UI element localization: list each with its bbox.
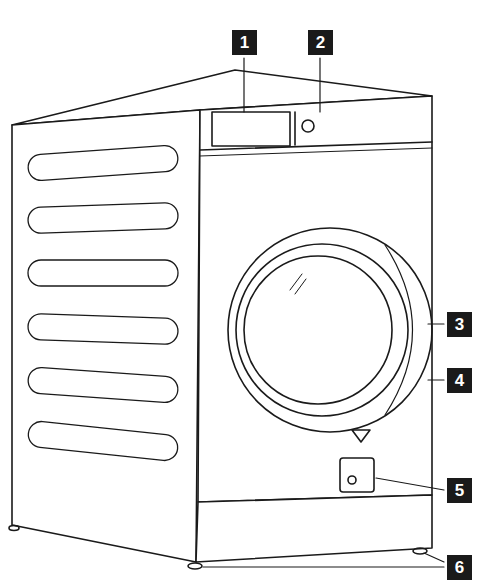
callout-text: 6 [455, 559, 464, 576]
plinth [196, 495, 432, 562]
callout-number: 6 [447, 555, 472, 580]
vent-slots [27, 145, 179, 462]
callout-text: 2 [316, 34, 325, 51]
front-face [198, 96, 432, 502]
door [228, 228, 432, 432]
callout-text: 3 [455, 316, 464, 333]
callout-text: 1 [240, 34, 249, 51]
control-panel [200, 112, 432, 156]
callout-number: 3 [447, 312, 472, 337]
filter-flap [340, 458, 374, 492]
leader-lines [203, 58, 444, 567]
callout-text: 4 [455, 372, 464, 389]
callout-number: 2 [308, 30, 333, 55]
feet [9, 526, 427, 570]
callout-text: 5 [455, 482, 464, 499]
side-panel [12, 110, 200, 562]
callout-number: 1 [232, 30, 257, 55]
callout-number: 4 [447, 368, 472, 393]
callout-number: 5 [447, 478, 472, 503]
triangle-marker [352, 430, 370, 442]
